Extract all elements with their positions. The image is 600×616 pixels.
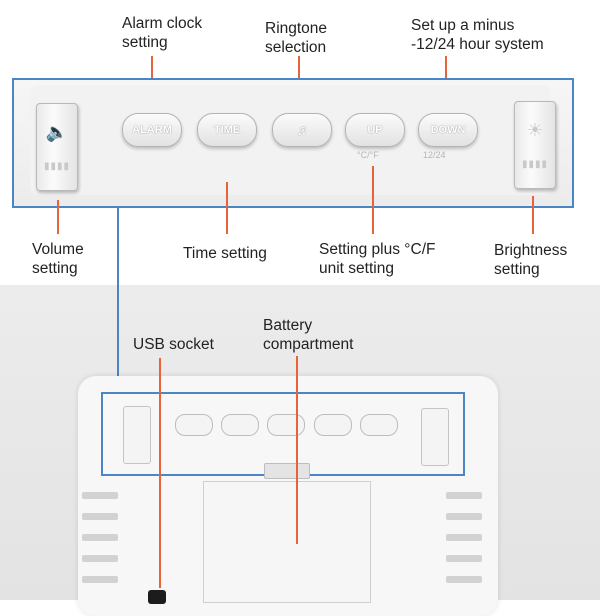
vent-left: [82, 534, 118, 541]
leader-battery: [296, 356, 298, 544]
alarm-button-small[interactable]: [175, 414, 213, 436]
leader-usb: [159, 358, 161, 588]
label-brightness-setting: Brightness setting: [494, 242, 568, 278]
label-minus-hour-system: Set up a minus -12/24 hour system: [411, 17, 544, 53]
vent-right: [446, 555, 482, 562]
time-button[interactable]: TIME: [197, 113, 257, 147]
battery-latch[interactable]: [264, 463, 310, 479]
up-button-small[interactable]: [314, 414, 352, 436]
vent-right: [446, 492, 482, 499]
down-subtext: 12/24: [423, 150, 446, 160]
vent-left: [82, 513, 118, 520]
up-button[interactable]: UP: [345, 113, 405, 147]
label-ringtone-selection: Ringtone selection: [265, 20, 328, 56]
ringtone-button-small[interactable]: [267, 414, 305, 436]
label-battery-compartment: Battery compartment: [263, 317, 354, 353]
label-plus-unit-setting: Setting plus °C/F unit setting: [319, 241, 436, 277]
vent-right: [446, 513, 482, 520]
label-volume-setting: Volume setting: [32, 241, 84, 277]
down-button[interactable]: DOWN: [418, 113, 478, 147]
down-button-small[interactable]: [360, 414, 398, 436]
time-button-small[interactable]: [221, 414, 259, 436]
brightness-key[interactable]: ☀ ▮▮▮▮: [514, 101, 556, 189]
sun-icon: ☀: [526, 120, 544, 140]
leader-time: [226, 182, 228, 234]
brightness-level-icon: ▮▮▮▮: [521, 159, 548, 170]
leader-volume: [57, 200, 59, 234]
usb-socket[interactable]: [148, 590, 166, 604]
product-illustration: Alarm clock setting Ringtone selection S…: [0, 15, 600, 604]
vent-left: [82, 555, 118, 562]
leader-plus: [372, 166, 374, 234]
label-time-setting: Time setting: [183, 245, 267, 262]
alarm-button[interactable]: ALARM: [122, 113, 182, 147]
speaker-icon: 🔈: [45, 122, 69, 142]
music-note-icon: ♫: [296, 121, 308, 139]
outline-connector: [117, 208, 119, 393]
vent-left: [82, 492, 118, 499]
label-alarm-clock-setting: Alarm clock setting: [122, 15, 203, 51]
label-usb-socket: USB socket: [133, 336, 214, 353]
volume-level-icon: ▮▮▮▮: [43, 161, 70, 172]
volume-key-small[interactable]: [123, 406, 151, 464]
ringtone-button[interactable]: ♫: [272, 113, 332, 147]
vent-left: [82, 576, 118, 583]
leader-brightness: [532, 196, 534, 234]
vent-right: [446, 576, 482, 583]
battery-compartment[interactable]: [203, 481, 371, 603]
up-subtext: °C/°F: [357, 150, 379, 160]
volume-key[interactable]: 🔈 ▮▮▮▮: [36, 103, 78, 191]
brightness-key-small[interactable]: [421, 408, 449, 466]
vent-right: [446, 534, 482, 541]
